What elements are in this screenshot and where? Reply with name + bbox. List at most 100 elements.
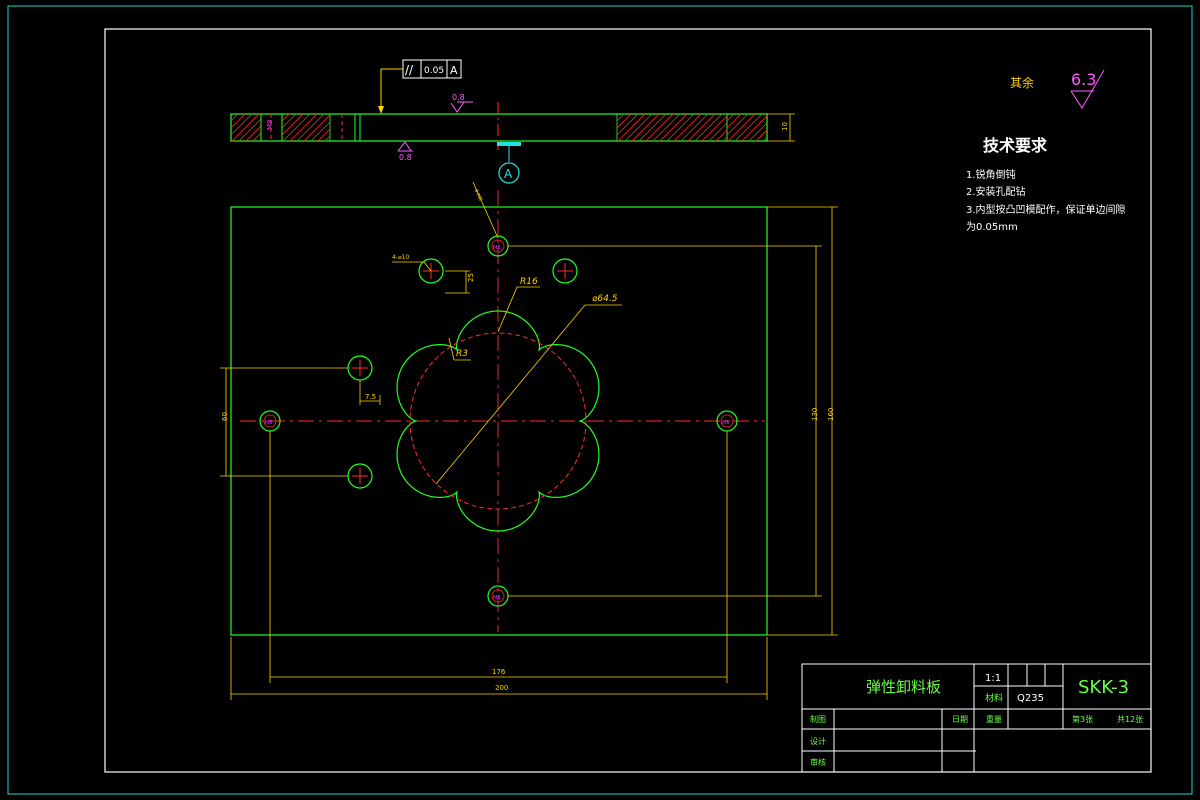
- svg-text:M8: M8: [265, 420, 273, 426]
- hatch-line: [303, 114, 331, 142]
- hatch-line: [722, 136, 728, 142]
- roughness-rest-value: 6.3: [1071, 70, 1096, 89]
- tech-requirements: 技术要求 1.锐角倒钝 2.安装孔配钻 3.内型按凸凹模配作，保证单边间隙 为0…: [966, 136, 1126, 233]
- hatch-line: [748, 122, 768, 142]
- title-text: 弹性卸料板: [866, 678, 941, 696]
- hatch-line: [631, 113, 660, 142]
- hatch-line: [652, 113, 681, 142]
- dim-angle-top: 4-M8: [472, 188, 483, 202]
- tolerance-frame: // 0.05 A: [378, 59, 462, 114]
- datum-a-label: A: [504, 167, 513, 181]
- hatch-line: [726, 113, 735, 122]
- svg-text:M8: M8: [493, 245, 501, 251]
- svg-text:0.8: 0.8: [452, 93, 465, 102]
- hatch-line: [762, 136, 768, 142]
- designed-label: 设计: [810, 736, 826, 746]
- tech-heading: 技术要求: [983, 136, 1048, 155]
- material-label: 材料: [985, 692, 1003, 704]
- hatch-line: [230, 113, 239, 122]
- hatch-line: [701, 115, 728, 142]
- hatch-line: [281, 113, 290, 122]
- dim-r16: R16: [520, 277, 538, 287]
- checked-label: 审核: [810, 757, 826, 767]
- tech-item-4: 为0.05mm: [966, 221, 1018, 233]
- dim-r3: R3: [456, 349, 468, 359]
- dim-200: 200: [495, 684, 508, 692]
- dim-7-5: 7.5: [365, 393, 376, 401]
- hatch-line: [317, 128, 331, 142]
- tolerance-value: 0.05: [424, 66, 444, 76]
- hatch-line: [230, 113, 253, 136]
- tolerance-symbol: //: [405, 63, 414, 77]
- tech-item-3: 3.内型按凸凹模配作，保证单边间隙: [966, 203, 1126, 216]
- hatch-line: [245, 125, 262, 142]
- drawing-frame: [104, 28, 1152, 773]
- hatch-line: [281, 113, 304, 136]
- material-value: Q235: [1017, 693, 1044, 704]
- svg-text:M8: M8: [722, 420, 730, 426]
- hatch-line: [666, 113, 695, 142]
- hatch-line: [673, 113, 702, 142]
- hatch-line: [231, 113, 260, 142]
- hatch-line: [638, 113, 667, 142]
- datum-a: A: [497, 142, 521, 184]
- roughness-rest: 其余 6.3: [1010, 69, 1105, 109]
- dim-130: 130: [811, 408, 819, 421]
- hatch-line: [659, 113, 688, 142]
- scale-text: 1:1: [985, 673, 1001, 684]
- dim-60: 60: [221, 412, 229, 421]
- hatch-line: [726, 113, 749, 136]
- svg-text:M8: M8: [493, 595, 501, 601]
- hatch-line: [238, 118, 262, 142]
- outer-border: [7, 5, 1193, 795]
- dim-160: 160: [827, 408, 835, 421]
- dim-dia-64-5: ⌀64.5: [592, 294, 618, 304]
- dim-25: 25: [467, 273, 475, 282]
- hatch-line: [727, 113, 756, 142]
- hatch-line: [616, 113, 625, 122]
- hatch-line: [708, 122, 728, 142]
- hatch-line: [282, 113, 311, 142]
- tolerance-datum: A: [450, 64, 458, 77]
- inner-circle: [409, 332, 587, 510]
- hatch-line: [252, 132, 262, 142]
- hatch-line: [296, 113, 325, 142]
- dim-pin-dia: 4-⌀10: [392, 254, 409, 261]
- tech-item-1: 1.锐角倒钝: [966, 168, 1016, 181]
- sheet-label: 第3张: [1072, 714, 1093, 724]
- hatch-line: [645, 113, 674, 142]
- hatch-line: [624, 113, 653, 142]
- hatch-line: [616, 113, 632, 129]
- svg-text:0.8: 0.8: [399, 153, 412, 162]
- hatch-line: [616, 113, 639, 136]
- hatch-line: [617, 113, 646, 142]
- drawn-by-label: 制图: [810, 714, 826, 724]
- hatch-line: [680, 113, 709, 142]
- dim-176: 176: [492, 668, 506, 676]
- date-label: 日期: [952, 715, 968, 724]
- side-m8-label: M8: [266, 120, 274, 131]
- flower-profile: [396, 310, 600, 532]
- hatch-line: [289, 113, 318, 142]
- title-block: [801, 663, 1152, 773]
- roughness-top: 0.8: [450, 93, 473, 113]
- hatch-line: [741, 115, 768, 142]
- dimension-lines: [220, 181, 838, 700]
- hatch-line: [726, 113, 742, 129]
- hatch-line: [715, 129, 728, 142]
- total-sheets-label: 共12张: [1117, 715, 1143, 724]
- hatch-line: [694, 113, 723, 142]
- plan-view: M8 M8 M8 M8: [220, 181, 838, 700]
- hatch-line: [281, 113, 297, 129]
- weight-label: 重量: [986, 714, 1002, 724]
- drawing-number: SKK-3: [1078, 677, 1129, 698]
- hatch-line: [324, 135, 331, 142]
- tech-item-2: 2.安装孔配钻: [966, 185, 1026, 198]
- hatch-line: [734, 113, 763, 142]
- hatch-line: [230, 113, 246, 129]
- side-view: M8 10: [230, 102, 795, 150]
- roughness-bottom: 0.8: [397, 141, 413, 162]
- thickness-dim: 10: [781, 122, 789, 131]
- roughness-rest-label: 其余: [1010, 75, 1034, 90]
